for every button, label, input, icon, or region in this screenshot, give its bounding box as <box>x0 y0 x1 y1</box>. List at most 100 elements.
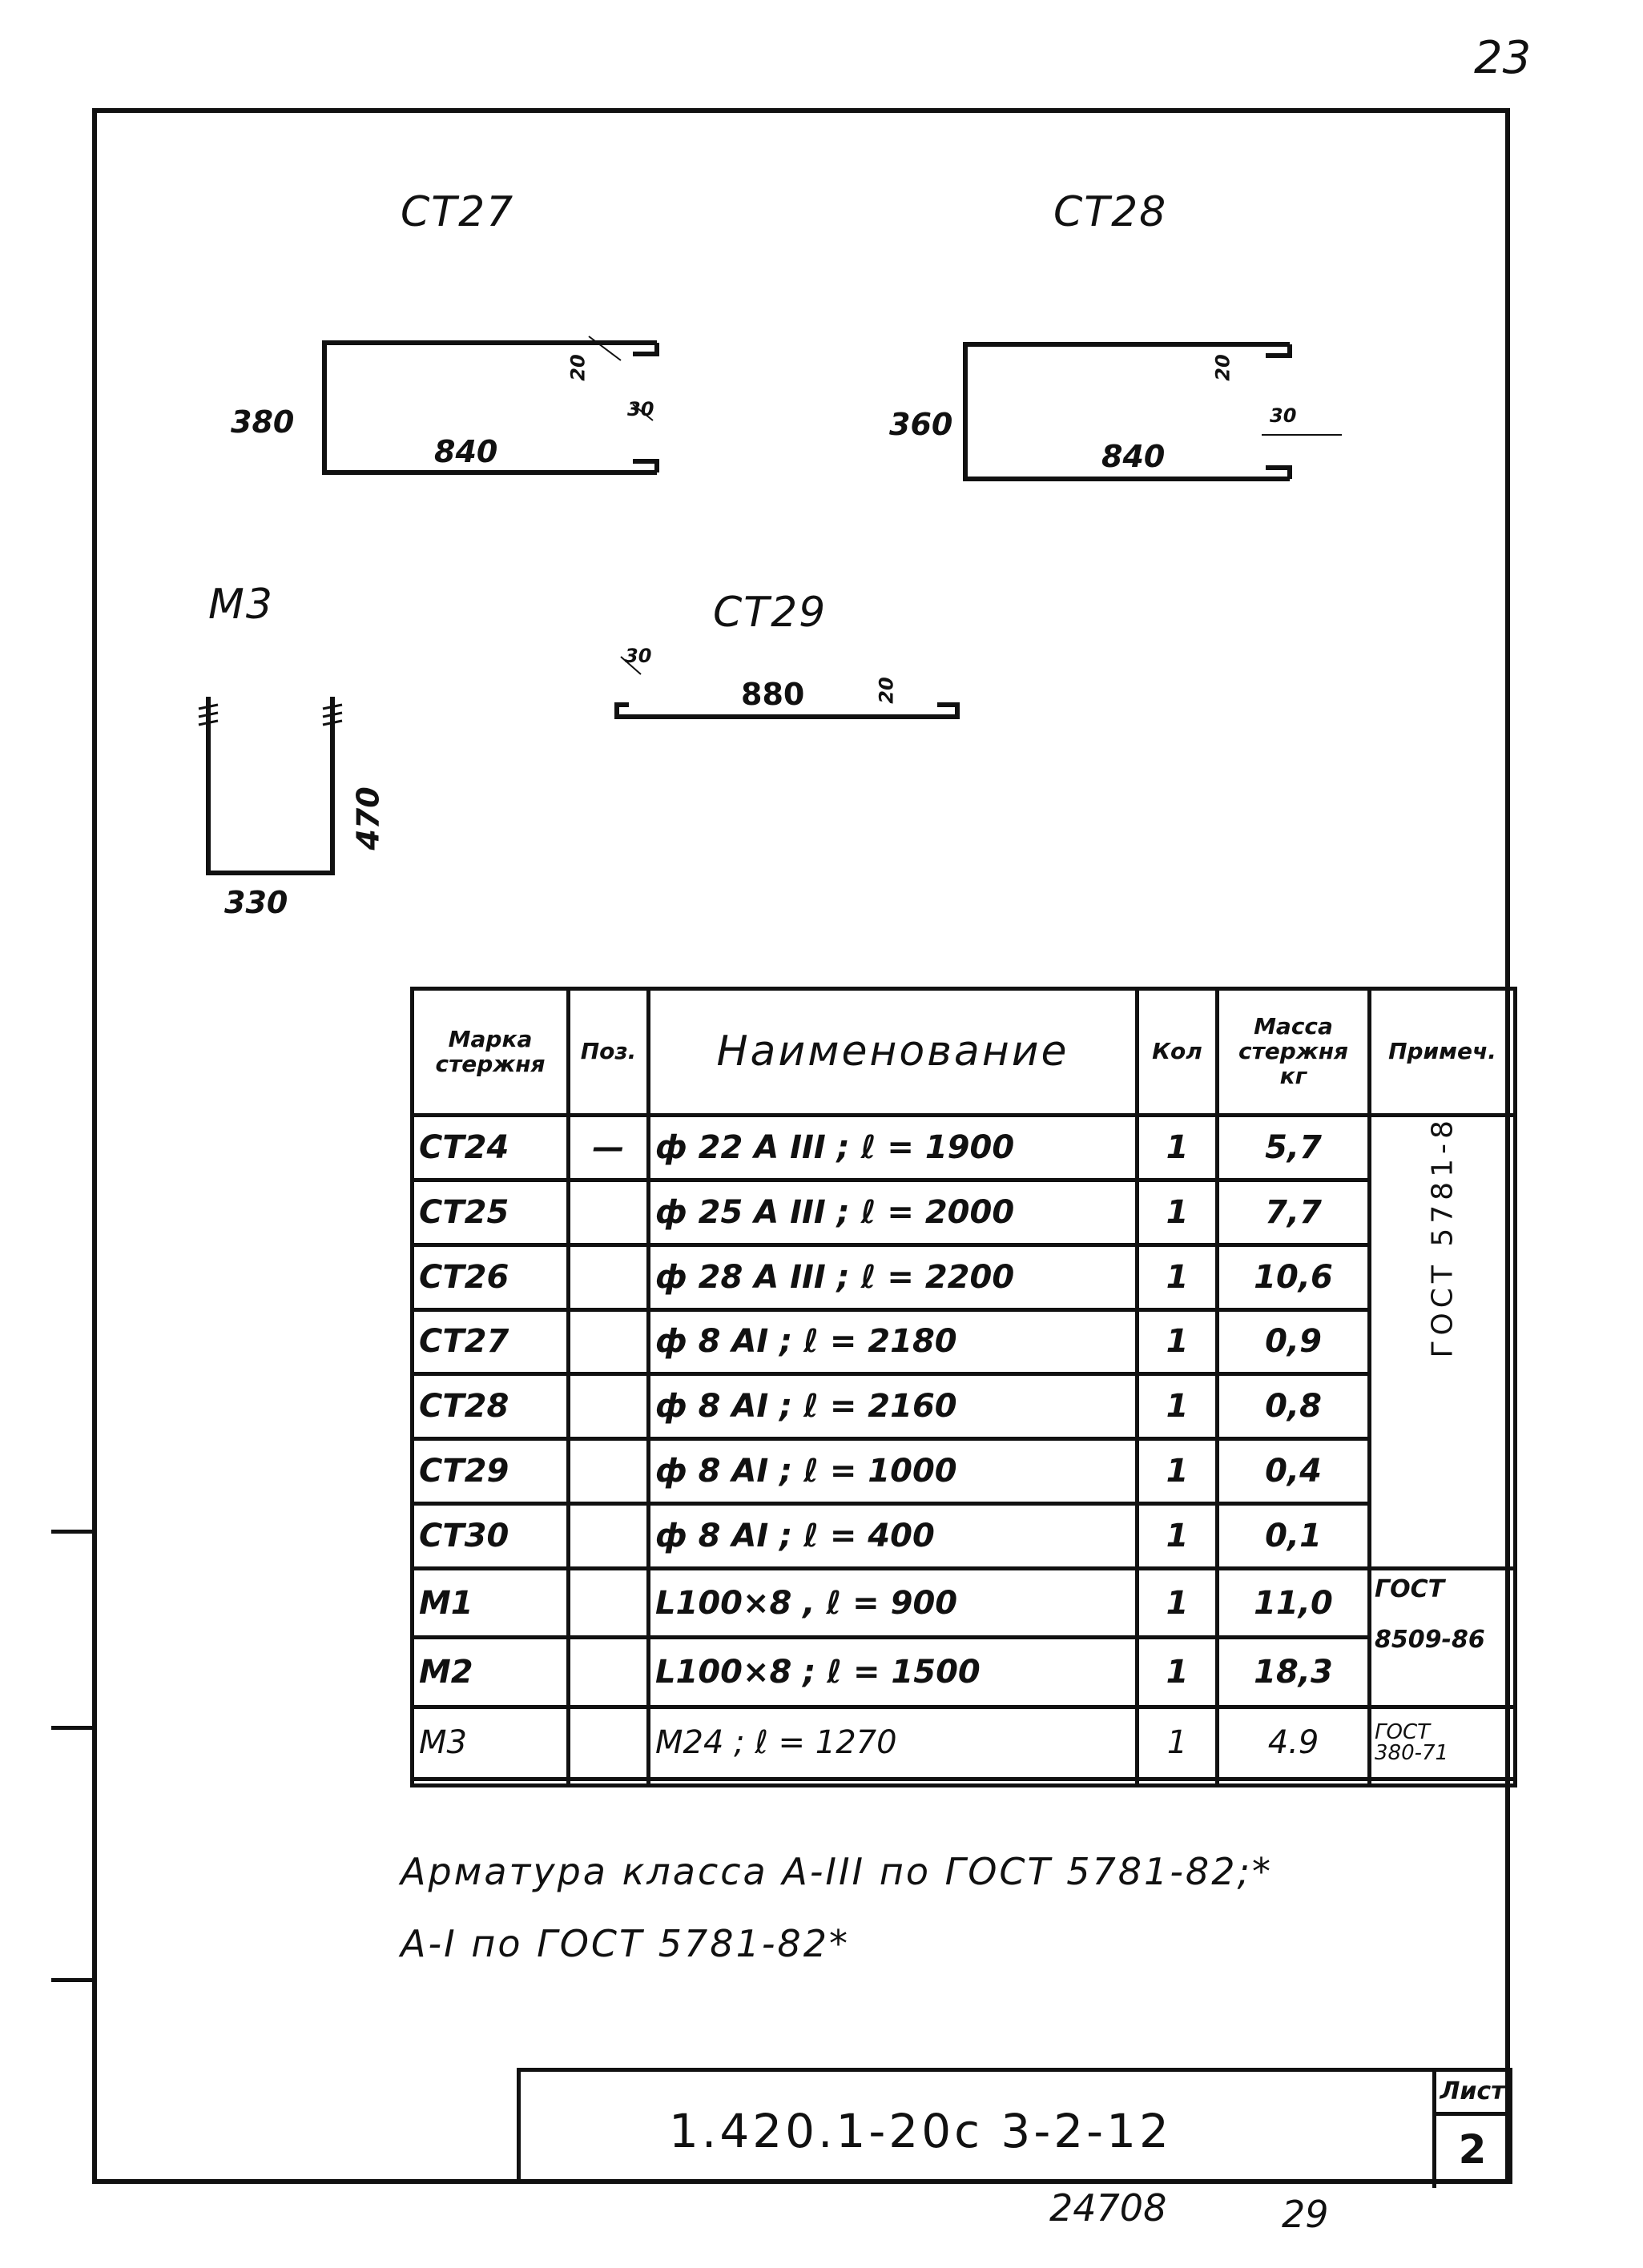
margin-tick-3 <box>51 1978 95 1982</box>
cell-mark: M2 <box>410 1635 570 1709</box>
table-header-row: Марка стержня Поз. Наименование Кол Масс… <box>410 987 1517 1117</box>
note-m3-a: ГОСТ <box>1375 1720 1430 1745</box>
cell-mark: CT29 <box>410 1437 570 1506</box>
cell-name: ф 8 АI ; ℓ = 400 <box>646 1502 1139 1570</box>
table-row: M2 L100×8 ; ℓ = 1500 1 18,3 <box>410 1635 1516 1709</box>
table-row: CT24 — ф 22 А III ; ℓ = 1900 1 5,7 ГОСТ … <box>410 1113 1517 1570</box>
note-m3-b: 380-71 <box>1375 1741 1449 1766</box>
cell-name: L100×8 ; ℓ = 1500 <box>646 1635 1139 1709</box>
inventory-number: 24708 <box>1049 2186 1167 2230</box>
note-m1-a: ГОСТ <box>1375 1574 1445 1603</box>
label-ct28: CT28 <box>1053 188 1168 236</box>
corner-number: 23 <box>1474 32 1532 84</box>
dim-ct27-hook-b: 30 <box>627 398 654 420</box>
label-ct29: CT29 <box>713 589 828 637</box>
cell-qty: 1 <box>1135 1372 1219 1442</box>
cell-pos <box>566 1704 650 1782</box>
cell-mark: CT24 <box>410 1113 570 1182</box>
cell-pos <box>566 1372 650 1442</box>
cell-name: ф 8 АI ; ℓ = 2160 <box>646 1372 1139 1442</box>
cell-qty: 1 <box>1135 1437 1219 1506</box>
cell-mass: 11,0 <box>1215 1566 1371 1640</box>
cell-qty: 1 <box>1135 1704 1219 1782</box>
header-name: Наименование <box>646 987 1139 1117</box>
table-row: CT29 ф 8 АI ; ℓ = 1000 1 0,4 <box>410 1437 1516 1506</box>
cell-qty: 1 <box>1135 1566 1219 1640</box>
cell-mass: 0,1 <box>1215 1502 1371 1570</box>
cell-mark: CT25 <box>410 1177 570 1247</box>
cell-mark: M3 <box>410 1704 570 1782</box>
cell-pos <box>566 1635 650 1709</box>
cell-name: M24 ; ℓ = 1270 <box>646 1704 1139 1782</box>
cell-pos <box>566 1437 650 1506</box>
page-number: 29 <box>1282 2193 1329 2236</box>
cell-mass: 4.9 <box>1215 1704 1371 1782</box>
cell-pos <box>566 1242 650 1312</box>
sheet-number: 2 <box>1458 2126 1487 2173</box>
cell-name: ф 25 А III ; ℓ = 2000 <box>646 1177 1139 1247</box>
dim-m3-width: 330 <box>224 885 288 920</box>
table-row: CT28 ф 8 АI ; ℓ = 2160 1 0,8 <box>410 1372 1516 1442</box>
header-pos: Поз. <box>566 987 650 1117</box>
margin-tick-1 <box>51 1530 95 1534</box>
margin-tick-2 <box>51 1726 95 1730</box>
table-row: CT25 ф 25 А III ; ℓ = 2000 1 7,7 <box>410 1177 1516 1247</box>
cell-mark: CT30 <box>410 1502 570 1570</box>
cell-pos <box>566 1177 650 1247</box>
header-qty: Кол <box>1135 987 1219 1117</box>
title-block: 1.420.1-20с 3-2-12 Лист 2 <box>517 2068 1512 2188</box>
cell-pos <box>566 1566 650 1640</box>
dim-ct28-length: 840 <box>1101 439 1166 474</box>
cell-mass: 18,3 <box>1215 1635 1371 1709</box>
cell-qty: 1 <box>1135 1635 1219 1709</box>
sheet-box: Лист 2 <box>1432 2072 1508 2188</box>
dim-ct28-height: 360 <box>889 407 953 442</box>
cell-note-gost-380: ГОСТ 380-71 <box>1367 1704 1517 1782</box>
note-m1-b: 8509-86 <box>1375 1625 1485 1654</box>
header-mass: Масса стержня кг <box>1215 987 1371 1117</box>
cell-mark: CT26 <box>410 1242 570 1312</box>
cell-mark: M1 <box>410 1566 570 1640</box>
cell-mark: CT28 <box>410 1372 570 1442</box>
note-line-1: Арматура класса А-III по ГОСТ 5781-82;* <box>401 1850 1273 1893</box>
cell-mass: 10,6 <box>1215 1242 1371 1312</box>
cell-mass: 0,4 <box>1215 1437 1371 1506</box>
cell-pos: — <box>566 1113 650 1182</box>
dim-ct29-hook-b: 20 <box>875 677 898 704</box>
specification-table: Марка стержня Поз. Наименование Кол Масс… <box>410 987 1517 1787</box>
cell-name: ф 28 А III ; ℓ = 2200 <box>646 1242 1139 1312</box>
table-row: CT30 ф 8 АI ; ℓ = 400 1 0,1 <box>410 1502 1516 1570</box>
cell-name: ф 22 А III ; ℓ = 1900 <box>646 1113 1139 1182</box>
cell-name: L100×8 , ℓ = 900 <box>646 1566 1139 1640</box>
dim-ct28-hook-b: 30 <box>1270 404 1297 427</box>
label-ct27: CT27 <box>401 188 515 236</box>
cell-pos <box>566 1502 650 1570</box>
cell-qty: 1 <box>1135 1242 1219 1312</box>
cell-mass: 5,7 <box>1215 1113 1371 1182</box>
cell-pos <box>566 1307 650 1377</box>
table-row: CT26 ф 28 А III ; ℓ = 2200 1 10,6 <box>410 1242 1516 1312</box>
cell-note-gost-8509: ГОСТ 8509-86 <box>1367 1566 1517 1709</box>
dim-ct29-hook-a: 30 <box>625 645 652 667</box>
header-note: Примеч. <box>1367 987 1517 1117</box>
note-gost-5781: ГОСТ 5781-82* <box>1426 1115 1459 1358</box>
header-mark: Марка стержня <box>410 987 570 1117</box>
sheet-label: Лист <box>1436 2072 1508 2116</box>
cell-mass: 7,7 <box>1215 1177 1371 1247</box>
table-row-empty <box>410 1777 1517 1787</box>
cell-mark: CT27 <box>410 1307 570 1377</box>
document-code: 1.420.1-20с 3-2-12 <box>669 2104 1172 2158</box>
cell-qty: 1 <box>1135 1502 1219 1570</box>
cell-note-gost-5781: ГОСТ 5781-82* <box>1367 1113 1517 1570</box>
cell-qty: 1 <box>1135 1177 1219 1247</box>
cell-mass: 0,8 <box>1215 1372 1371 1442</box>
cell-name: ф 8 АI ; ℓ = 2180 <box>646 1307 1139 1377</box>
cell-qty: 1 <box>1135 1113 1219 1182</box>
cell-mass: 0,9 <box>1215 1307 1371 1377</box>
table-row: M3 M24 ; ℓ = 1270 1 4.9 ГОСТ 380-71 <box>410 1704 1517 1782</box>
table-row: M1 L100×8 , ℓ = 900 1 11,0 ГОСТ 8509-86 <box>410 1566 1517 1709</box>
